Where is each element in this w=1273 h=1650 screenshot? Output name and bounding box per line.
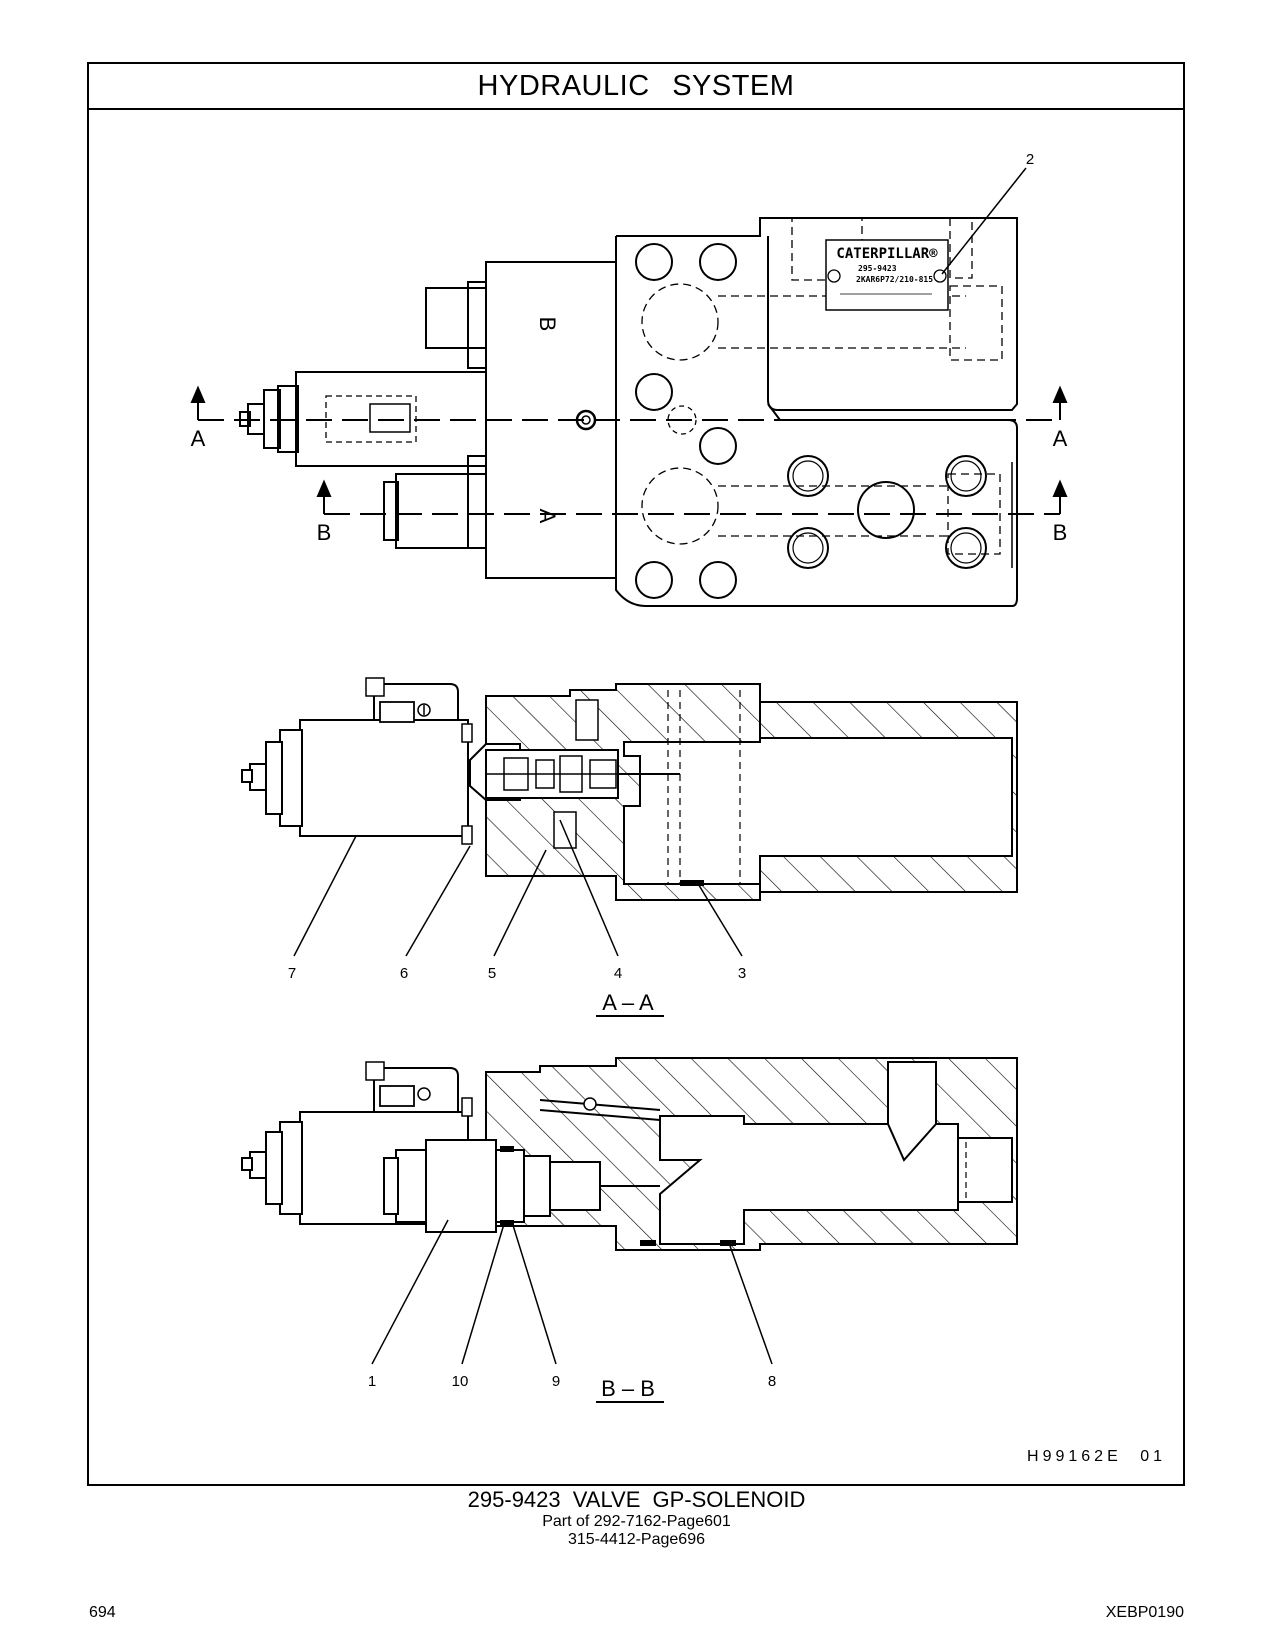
- page-title: HYDRAULIC SYSTEM: [477, 69, 795, 102]
- nameplate-code: 2KAR6P72/210-815: [856, 275, 933, 284]
- section-title-aa: A – A: [602, 990, 654, 1015]
- port-label-b: B: [535, 317, 560, 332]
- caption-reference: 315-4412-Page696: [567, 1531, 705, 1548]
- section-title-bb: B – B: [601, 1376, 655, 1401]
- document-code: XEBP0190: [1105, 1604, 1184, 1621]
- title-bar: HYDRAULIC SYSTEM: [89, 64, 1183, 110]
- callout-5: 5: [488, 965, 496, 982]
- leader-lines: [293, 167, 1027, 1365]
- cut-label-b-right: B: [1053, 520, 1068, 545]
- callout-1: 1: [368, 1373, 376, 1390]
- page-number: 694: [89, 1604, 116, 1621]
- callout-9: 9: [552, 1373, 560, 1390]
- illustration-reference: H99162E 01: [1027, 1448, 1166, 1465]
- nameplate: CATERPILLAR® 295-9423 2KAR6P72/210-815: [825, 239, 949, 311]
- section-bb-view: [241, 1057, 1018, 1251]
- callout-6: 6: [400, 965, 408, 982]
- nameplate-part: 295-9423: [858, 264, 897, 273]
- callout-4: 4: [614, 965, 622, 982]
- drawing-frame: HYDRAULIC SYSTEM H99162E 01: [87, 62, 1185, 1486]
- section-aa-view: [241, 677, 1018, 901]
- cut-label-a-right: A: [1053, 426, 1068, 451]
- caption-title: 295-9423 VALVE GP-SOLENOID: [467, 1487, 806, 1512]
- cut-label-a-left: A: [191, 426, 206, 451]
- callout-8: 8: [768, 1373, 776, 1390]
- callout-2: 2: [1026, 151, 1034, 168]
- nameplate-brand: CATERPILLAR®: [836, 246, 938, 262]
- caption-part-of: Part of 292-7162-Page601: [542, 1513, 731, 1530]
- callout-7: 7: [288, 965, 296, 982]
- callout-3: 3: [738, 965, 746, 982]
- callout-10: 10: [452, 1373, 469, 1390]
- port-label-a: A: [535, 509, 560, 524]
- section-cut-lines: [190, 385, 1068, 515]
- cut-label-b-left: B: [317, 520, 332, 545]
